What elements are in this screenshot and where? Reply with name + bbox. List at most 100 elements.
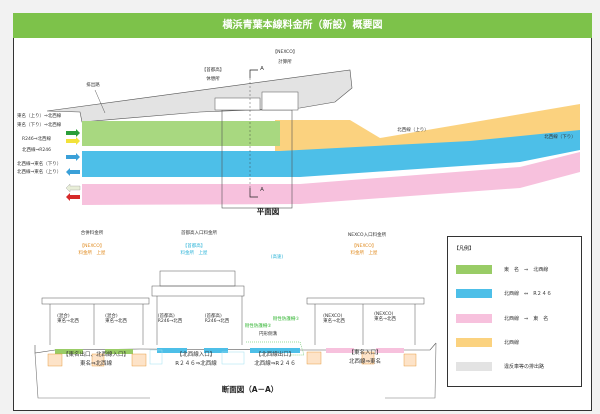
- retaining-wall-left: [34, 352, 150, 399]
- group-name: 【東名入口】: [348, 350, 382, 356]
- rest-area-building: [214, 97, 261, 111]
- section-caption: 断面図（A－A）: [221, 385, 279, 394]
- booth-route: 東名→北西: [105, 319, 127, 325]
- booth-op: (首都高): [204, 314, 222, 319]
- arrow-icon: [66, 153, 80, 161]
- gutter-label: 円形側溝: [259, 332, 277, 337]
- lane-strip: [157, 348, 187, 353]
- shutoko-roof: [151, 285, 245, 297]
- roof-columns: [49, 296, 416, 345]
- section-line-top: [249, 69, 258, 78]
- booth-op: (混合): [105, 314, 118, 319]
- roof-label: 料金所 上屋: [180, 251, 208, 256]
- legend-label: 北西線: [504, 340, 520, 346]
- legend-swatch: [456, 362, 492, 371]
- group-name: 【北西線出口】: [255, 352, 295, 358]
- legend-label: 北西線 ⇒ 東 名: [504, 316, 549, 322]
- barrier-outline: [246, 341, 305, 356]
- highspeed-label: (高速): [270, 255, 284, 260]
- section-mark-bottom: A: [260, 187, 264, 193]
- booth-route: 東名→北西: [374, 317, 396, 323]
- booth-op: (混合): [57, 314, 70, 319]
- booth-label: (NEXCO)東名→北西: [374, 312, 396, 323]
- booth-label: (NEXCO)東名→北西: [323, 314, 345, 325]
- lane-strip: [250, 348, 300, 353]
- legend-label: 東 名 ⇒ 北西線: [504, 267, 549, 273]
- blue-band: [82, 130, 580, 177]
- lane-strip: [105, 349, 133, 354]
- footings: [47, 351, 417, 367]
- roof-tag: 【NEXCO】: [351, 244, 377, 249]
- booth-route: R246→北西: [204, 319, 230, 325]
- lane-label: 北西線⇒東名（下り）: [17, 162, 62, 167]
- legend-label: 北西線 ⇔ R２４６: [504, 291, 552, 297]
- lane-strip: [55, 349, 83, 354]
- legend-item: 北西線 ⇒ 東 名: [456, 314, 548, 323]
- shutoko-roof-frame: [159, 270, 236, 287]
- roof-tag: 【NEXCO】: [79, 244, 105, 249]
- group-route: R２４６⇒北西線: [175, 361, 217, 367]
- arrow-icon: [66, 168, 80, 176]
- pink-band: [82, 152, 580, 205]
- plaza-label: NEXCO入口料金所: [347, 233, 387, 238]
- plaza-label: 首都高入口料金所: [181, 231, 217, 236]
- legend-item: 北西線: [456, 338, 519, 347]
- booth-op: (首都高): [157, 314, 175, 319]
- green-band: [82, 121, 280, 146]
- retaining-wall-right: [385, 342, 437, 399]
- arrow-icon: [66, 193, 80, 201]
- hokusei-down-label: 北西線（下り）: [544, 135, 576, 140]
- legend-label: 違反車等の排出路: [504, 364, 545, 370]
- lane-label: 東名（下り）⇒北西線: [17, 123, 62, 128]
- calc-office-label: 計算所: [278, 60, 292, 65]
- nexco-roof-left: [41, 297, 150, 305]
- lane-strip: [326, 348, 354, 353]
- roof-tag: 【首都高】: [182, 244, 206, 249]
- hokusei-up-label: 北西線（上り）: [397, 128, 429, 133]
- plaza-label: 合併料金所: [80, 231, 104, 236]
- arrow-icon: [66, 129, 80, 137]
- group-name: 【北西線入口】: [176, 352, 216, 358]
- exit-road: [46, 69, 353, 123]
- page-title: 横浜青葉本線料金所（新設）概要図: [13, 13, 592, 38]
- group-route: 北西線⇒R２４６: [254, 361, 296, 367]
- leader-line: [94, 89, 106, 114]
- section-line-bottom: [249, 188, 258, 198]
- legend-swatch: [456, 338, 492, 347]
- legend-title: 【凡例】: [454, 246, 475, 252]
- booth-label: (首都高)R246→北西: [205, 314, 230, 325]
- barrier-1-label: 剛性防護柵①: [272, 317, 300, 322]
- section-mark-top: A: [260, 66, 264, 72]
- plan-caption: 平面図: [256, 207, 280, 216]
- booth-label: (混合)東名→北西: [105, 314, 127, 325]
- group-route: 北西線⇒東名: [348, 359, 382, 365]
- arrow-icon: [65, 183, 81, 193]
- barrier-2-label: 剛性防護柵②: [244, 324, 272, 329]
- nexco-roof-right: [306, 297, 425, 305]
- calc-office-building: [261, 91, 299, 111]
- lane-strip: [376, 348, 404, 353]
- booth-route: 東名→北西: [323, 319, 345, 325]
- nexco-tag: 【NEXCO】: [272, 50, 298, 55]
- shutoko-tag: 【首都高】: [201, 68, 225, 73]
- legend-item: 違反車等の排出路: [456, 362, 544, 371]
- lane-strip: [204, 348, 228, 353]
- lane-label: 北西線⇒R246: [22, 148, 51, 153]
- group-name: 【東名出口、北西線入口】: [62, 352, 130, 358]
- exit-road-label: 排出路: [86, 83, 100, 88]
- lane-label: R246⇒北西線: [22, 137, 51, 142]
- lane-label: 北西線⇒東名（上り）: [17, 170, 62, 175]
- booth-route: 東名→北西: [57, 319, 79, 325]
- rest-area-label: 休憩所: [206, 77, 220, 82]
- arrow-icon: [66, 137, 80, 145]
- booth-label: (混合)東名→北西: [57, 314, 79, 325]
- booth-op: (NEXCO): [323, 314, 343, 319]
- roof-label: 料金所 上屋: [350, 251, 378, 256]
- roof-label: 料金所 上屋: [78, 251, 106, 256]
- legend-swatch: [456, 289, 492, 298]
- booth-op: (NEXCO): [374, 312, 394, 317]
- booth-label: (首都高)R246→北西: [158, 314, 183, 325]
- legend: 【凡例】 東 名 ⇒ 北西線 北西線 ⇔ R２４６ 北西線 ⇒ 東 名 北西線 …: [447, 236, 582, 387]
- shutoko-footings: [149, 349, 245, 365]
